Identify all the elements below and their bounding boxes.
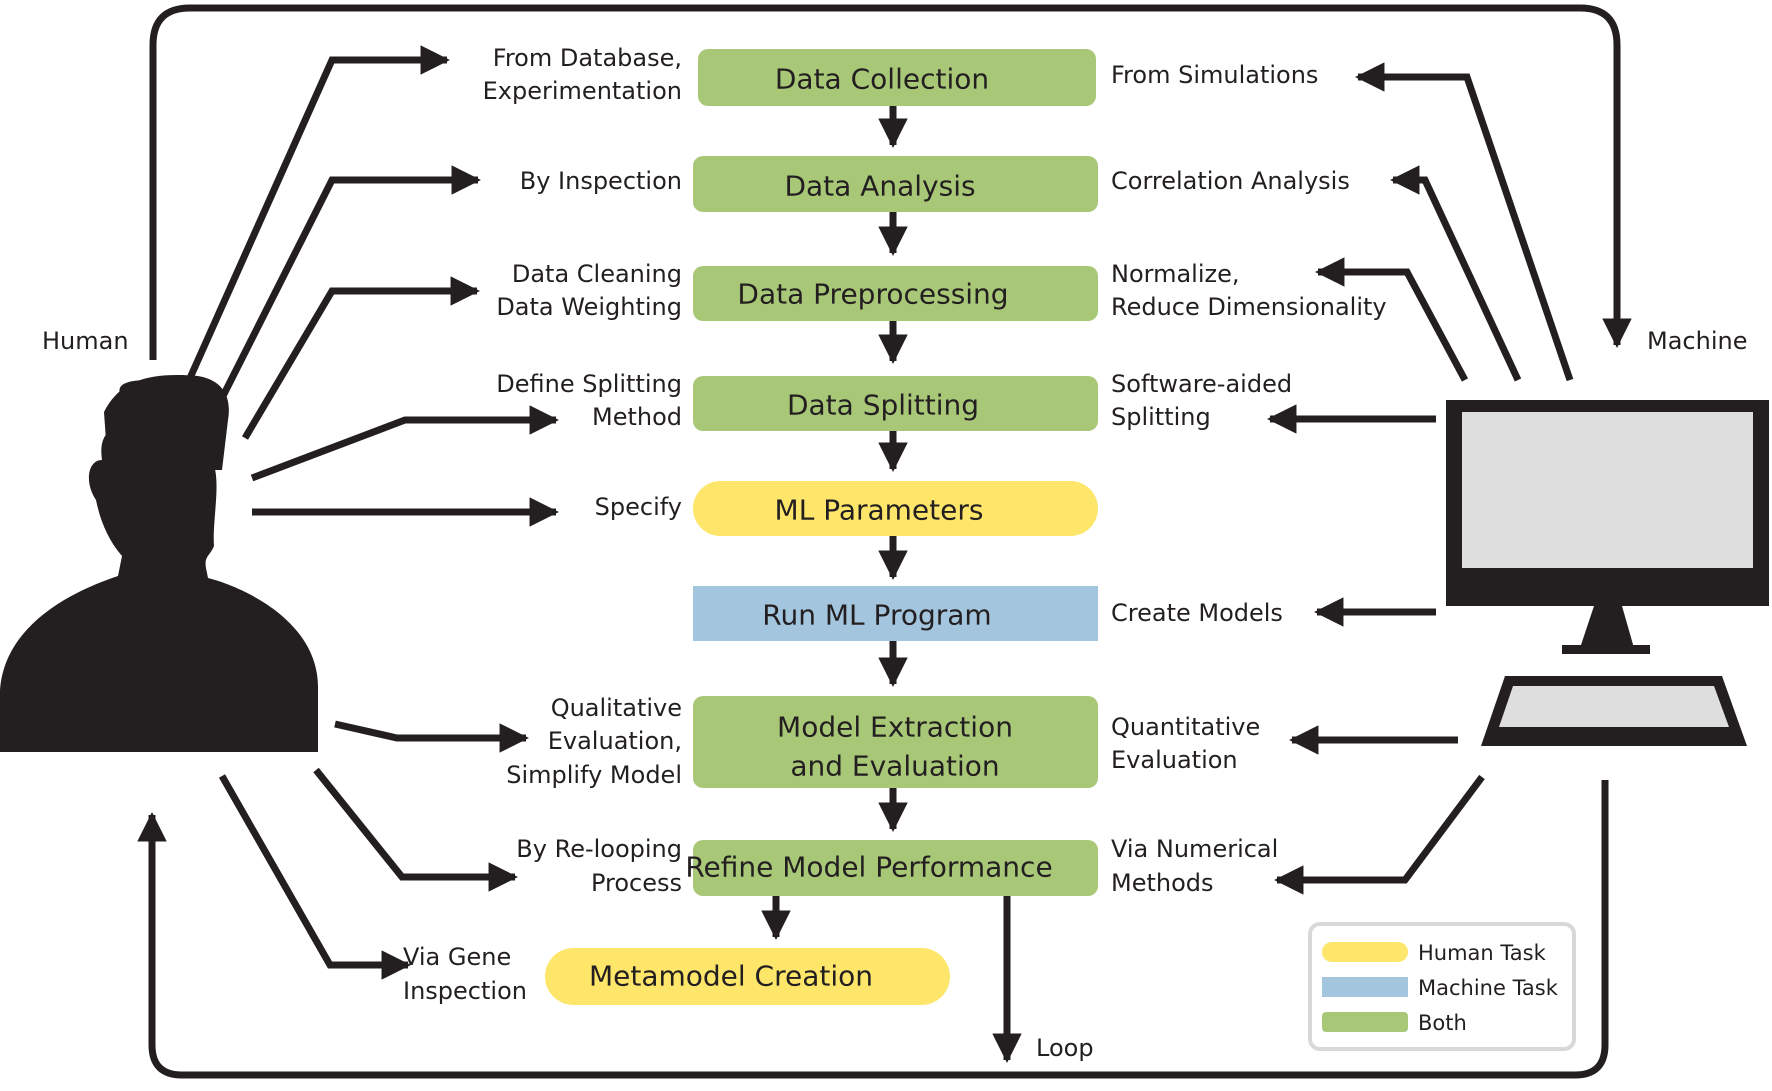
human-arrow <box>186 45 450 380</box>
human-annotation: By Inspection <box>520 167 682 195</box>
step-data-analysis: Data Analysis <box>693 156 1098 212</box>
human-annotation: Experimentation <box>483 77 682 105</box>
step-label: Data Splitting <box>787 389 979 422</box>
machine-annotation: Methods <box>1111 869 1214 897</box>
step-label: Metamodel Creation <box>589 960 873 993</box>
human-annotation: Data Cleaning <box>512 260 682 288</box>
step-metamodel-creation: Metamodel Creation <box>545 948 950 1005</box>
machine-annotation: Normalize, <box>1111 260 1240 288</box>
machine-arrow <box>1355 62 1574 382</box>
human-arrow <box>313 767 518 892</box>
machine-arrow <box>1390 165 1522 382</box>
step-label: Run ML Program <box>762 599 991 632</box>
step-label: Data Collection <box>775 63 989 96</box>
human-annotation: Evaluation, <box>548 727 682 755</box>
human-arrow <box>218 165 481 400</box>
step-run-ml-program: Run ML Program <box>693 586 1098 641</box>
human-annotation: From Database, <box>493 44 682 72</box>
machine-annotation: Create Models <box>1111 599 1283 627</box>
human-arrow <box>241 276 480 440</box>
human-annotation: Data Weighting <box>496 293 682 321</box>
legend-human-task: Human Task <box>1418 941 1547 965</box>
machine-annotation: Reduce Dimensionality <box>1111 293 1387 321</box>
human-annotation: Simplify Model <box>506 761 682 789</box>
legend-machine-task: Machine Task <box>1418 976 1559 1000</box>
machine-annotation: From Simulations <box>1111 61 1318 89</box>
step-refine-model: Refine Model Performance <box>685 840 1098 896</box>
step-model-extraction: Model Extraction and Evaluation <box>693 696 1098 788</box>
human-annotation: By Re-looping <box>516 835 682 863</box>
human-arrow <box>250 405 559 482</box>
machine-label: Machine <box>1647 327 1747 355</box>
step-label: and Evaluation <box>790 750 999 783</box>
human-annotation: Method <box>592 403 682 431</box>
step-data-preprocessing: Data Preprocessing <box>693 266 1098 321</box>
step-label: Data Preprocessing <box>737 278 1008 311</box>
legend: Human Task Machine Task Both <box>1308 922 1576 1051</box>
step-label: Model Extraction <box>777 711 1013 744</box>
step-label: Refine Model Performance <box>685 851 1052 884</box>
human-annotation: Inspection <box>403 977 527 1005</box>
human-label: Human <box>42 327 129 355</box>
human-annotation: Qualitative <box>551 694 682 722</box>
legend-both: Both <box>1418 1011 1467 1035</box>
machine-annotation: Via Numerical <box>1111 835 1278 863</box>
step-ml-parameters: ML Parameters <box>693 481 1098 536</box>
outer-loop-line <box>149 4 1632 360</box>
human-annotation: Specify <box>595 493 682 521</box>
step-data-splitting: Data Splitting <box>693 376 1098 431</box>
machine-arrow <box>1315 257 1469 382</box>
human-annotation: Via Gene <box>403 943 511 971</box>
loop-label: Loop <box>1036 1034 1094 1062</box>
machine-annotation: Quantitative <box>1111 713 1260 741</box>
human-arrow <box>218 774 411 980</box>
machine-arrow <box>1274 774 1485 895</box>
step-data-collection: Data Collection <box>698 49 1096 106</box>
human-arrow <box>334 720 529 753</box>
machine-annotation: Evaluation <box>1111 746 1238 774</box>
person-silhouette-icon <box>0 375 319 752</box>
machine-annotation: Splitting <box>1111 403 1211 431</box>
desktop-computer-icon <box>1446 400 1769 746</box>
machine-annotation: Correlation Analysis <box>1111 167 1350 195</box>
human-annotation: Define Splitting <box>496 370 682 398</box>
step-label: Data Analysis <box>784 170 975 203</box>
human-annotation: Process <box>591 869 682 897</box>
outer-return-line <box>137 780 1609 1079</box>
step-label: ML Parameters <box>775 494 984 527</box>
machine-annotation: Software-aided <box>1111 370 1292 398</box>
